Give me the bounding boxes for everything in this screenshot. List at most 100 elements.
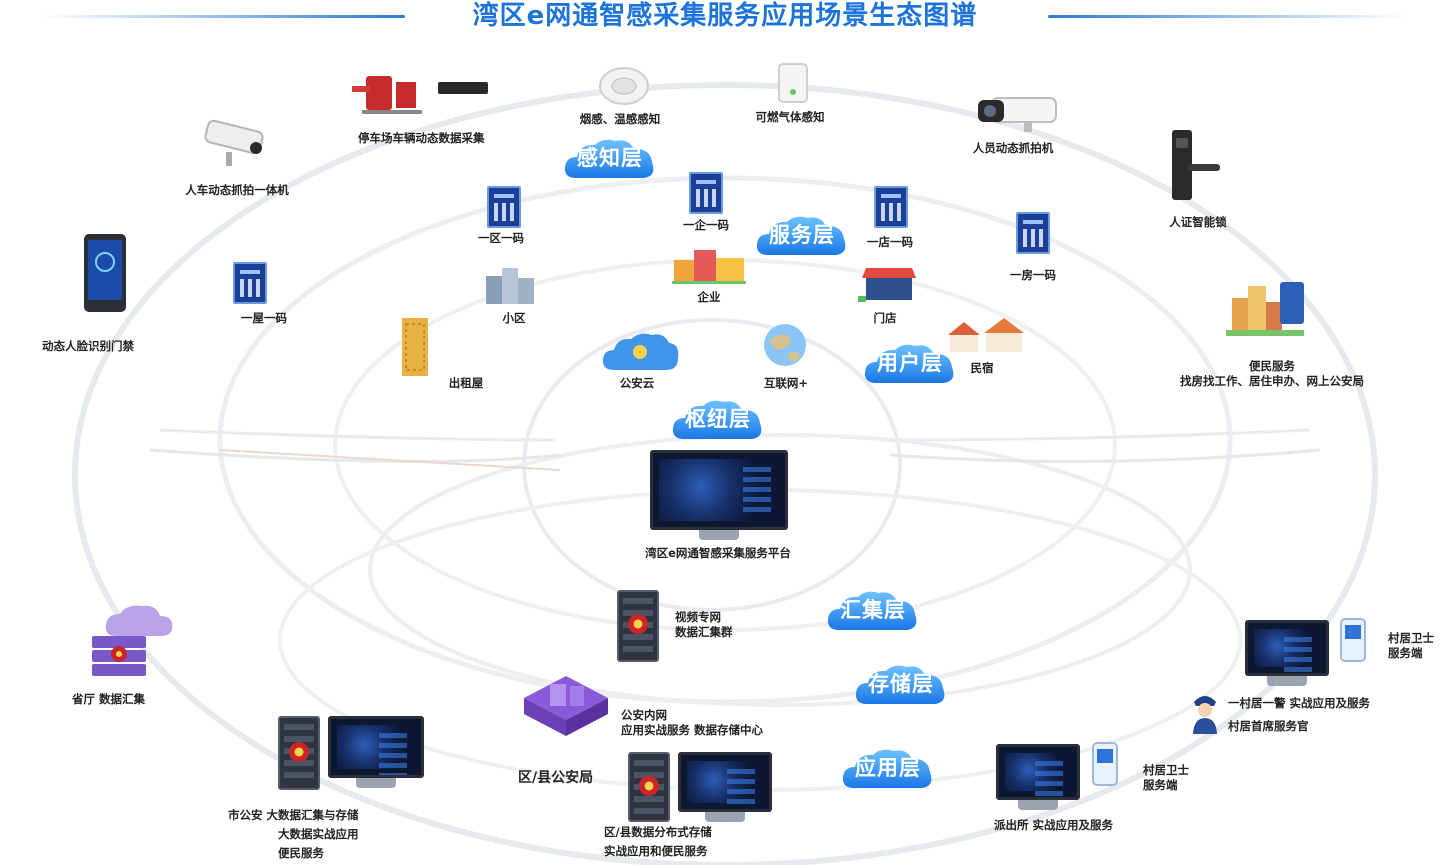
- monitor-stand: [1018, 800, 1058, 810]
- rental-label: 出租屋: [448, 376, 484, 390]
- police-cloud-label: 公安云: [619, 376, 655, 390]
- convenience-label: 便民服务: [1249, 359, 1295, 373]
- provincial-cloud-server-icon: [92, 605, 173, 676]
- chief-officer-label: 村居首席服务官: [1228, 719, 1309, 733]
- layer-badge-storage: 存储层: [853, 662, 949, 706]
- qr-card-icon: [233, 262, 267, 304]
- face-gate-label: 动态人脸识别门禁: [42, 339, 134, 353]
- house-code-label: 一屋一码: [241, 311, 287, 325]
- layer-label: 感知层: [577, 146, 643, 170]
- layer-label: 枢纽层: [685, 407, 751, 431]
- village-guard-line1: 村居卫士: [1388, 631, 1434, 645]
- phone-icon: [1340, 618, 1366, 662]
- layer-badge-hub: 枢纽层: [670, 397, 766, 441]
- vehicle-camera-label: 人车动态抓拍一体机: [185, 183, 289, 197]
- community-buildings-icon: [486, 268, 534, 304]
- platform-monitor: [650, 450, 788, 530]
- layer-label: 应用层: [855, 756, 921, 780]
- layer-badge-application: 应用层: [840, 746, 936, 790]
- police-emblem-icon: [639, 776, 659, 796]
- face-gate-icon: [84, 234, 126, 312]
- bullet-camera-icon: [204, 119, 264, 166]
- guard-b-line1: 村居卫士: [1143, 763, 1189, 777]
- layer-badge-gather: 汇集层: [825, 588, 921, 632]
- city-line1: 市公安 大数据汇集与存储: [228, 808, 359, 822]
- convenience-detail-label: 找房找工作、居住申办、网上公安局: [1180, 374, 1364, 388]
- rental-tower-icon: [402, 318, 428, 376]
- layer-badge-user: 用户层: [862, 341, 958, 385]
- smoke-sensor-icon: [599, 67, 649, 105]
- police-station-label: 派出所 实战应用及服务: [994, 818, 1114, 832]
- cloud-badge-icon: [864, 344, 954, 383]
- globe-icon: [764, 324, 806, 366]
- police-cloud-icon: [602, 333, 679, 370]
- city-monitor: [328, 716, 424, 778]
- city-line2: 大数据实战应用: [278, 827, 359, 841]
- smoke-label: 烟感、温感感知: [579, 112, 661, 126]
- shop-icon: [858, 268, 916, 302]
- homestay-label: 民宿: [970, 361, 994, 375]
- storage-line1: 公安内网: [621, 708, 667, 722]
- monitor-stand: [356, 778, 396, 788]
- parking-barrier-icon: [352, 76, 488, 114]
- page-title: 湾区e网通智感采集服务应用场景生态图谱: [472, 1, 978, 31]
- shop-code-label: 一店一码: [867, 235, 913, 249]
- police-emblem-icon: [289, 742, 309, 762]
- province-label: 省厅 数据汇集: [72, 692, 146, 706]
- gas-sensor-icon: [778, 63, 808, 103]
- city-line3: 便民服务: [278, 846, 324, 860]
- title-decor-left: [40, 15, 405, 18]
- data-center-icon: [524, 676, 608, 736]
- enterprise-label: 企业: [697, 290, 721, 304]
- county-line1: 区/县数据分布式存储: [604, 825, 712, 839]
- county-monitor: [678, 752, 772, 812]
- monitor-stand: [705, 812, 745, 822]
- county-line2: 实战应用和便民服务: [604, 844, 708, 858]
- village-guard-line2: 服务端: [1388, 646, 1423, 660]
- person-camera-label: 人员动态抓拍机: [972, 141, 1054, 155]
- cloud-badge-icon: [756, 216, 846, 255]
- gas-label: 可燃气体感知: [755, 110, 825, 124]
- storage-line2: 应用实战服务 数据存储中心: [621, 723, 764, 737]
- monitor-stand: [1267, 676, 1307, 686]
- internet-plus-label: 互联网+: [763, 376, 809, 390]
- parking-label: 停车场车辆动态数据采集: [358, 131, 485, 145]
- station-monitor: [996, 744, 1080, 800]
- homestay-houses-icon: [948, 318, 1024, 352]
- qr-card-icon: [689, 172, 723, 214]
- monitor-stand: [699, 530, 739, 540]
- village-monitor: [1245, 620, 1329, 676]
- gather-line1: 视频专网: [675, 610, 721, 624]
- enterprise-code-label: 一企一码: [683, 218, 729, 232]
- city-services-icon: [1226, 282, 1304, 336]
- layer-label: 汇集层: [840, 598, 906, 622]
- phone-icon: [1092, 742, 1118, 786]
- shop-label: 门店: [873, 311, 897, 325]
- cloud-badge-icon: [564, 139, 654, 178]
- gather-line2: 数据汇集群: [675, 625, 733, 639]
- cloud-badge-icon: [672, 400, 762, 439]
- hub-platform-label: 湾区e网通智感采集服务平台: [645, 546, 791, 560]
- room-code-label: 一房一码: [1010, 268, 1056, 282]
- layer-badge-perception: 感知层: [562, 136, 658, 180]
- layer-badge-service: 服务层: [754, 213, 850, 257]
- title-bar: 湾区e网通智感采集服务应用场景生态图谱: [0, 0, 1450, 34]
- community-label: 小区: [502, 311, 526, 325]
- layer-label: 存储层: [868, 672, 934, 696]
- smart-lock-icon: [1172, 130, 1220, 200]
- qr-card-icon: [487, 186, 521, 228]
- cloud-badge-icon: [827, 591, 917, 630]
- layer-label: 用户层: [877, 351, 943, 375]
- cloud-badge-icon: [855, 665, 945, 704]
- county-bureau-label: 区/县公安局: [518, 770, 594, 786]
- qr-card-icon: [1016, 212, 1050, 254]
- smart-lock-label: 人证智能锁: [1169, 215, 1227, 229]
- qr-card-icon: [874, 186, 908, 228]
- police-officer-icon: [1193, 696, 1217, 734]
- guard-b-line2: 服务端: [1143, 778, 1178, 792]
- layer-label: 服务层: [769, 223, 835, 247]
- title-decor-right: [1048, 15, 1408, 18]
- camera-icon: [978, 97, 1057, 132]
